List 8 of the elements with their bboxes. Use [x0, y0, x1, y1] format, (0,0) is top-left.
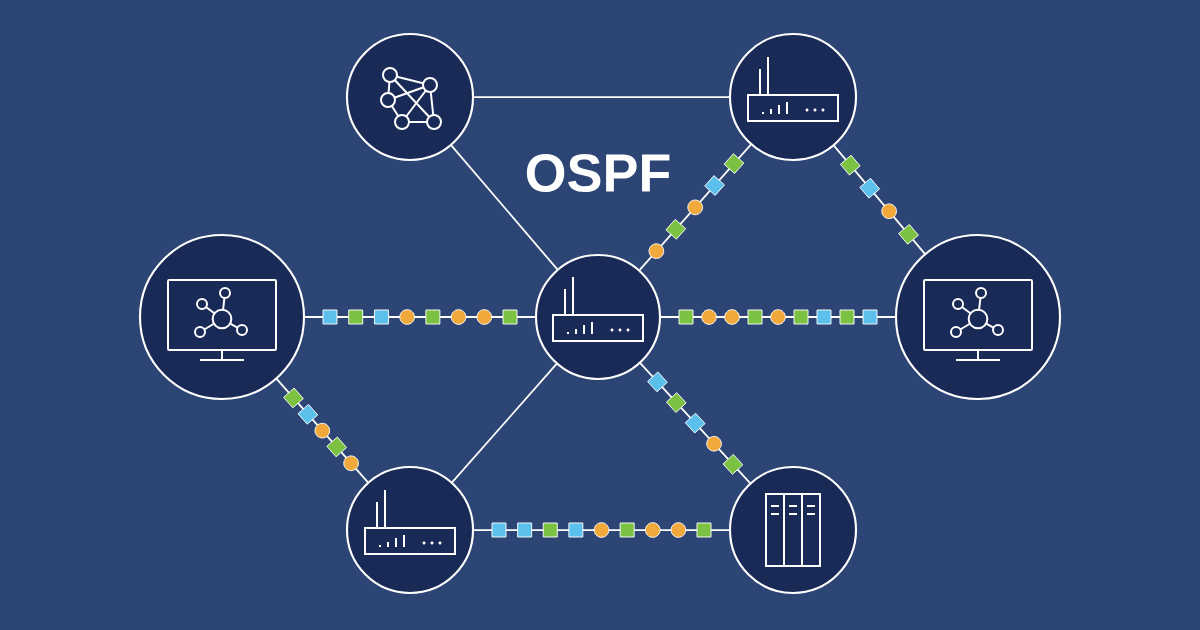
link-line — [303, 316, 537, 318]
link-line — [472, 529, 731, 531]
link-line — [450, 144, 559, 271]
link-line — [472, 96, 731, 98]
link-line — [450, 362, 558, 484]
link-line — [659, 316, 897, 318]
link-line — [832, 144, 926, 255]
title: OSPF — [526, 153, 670, 193]
